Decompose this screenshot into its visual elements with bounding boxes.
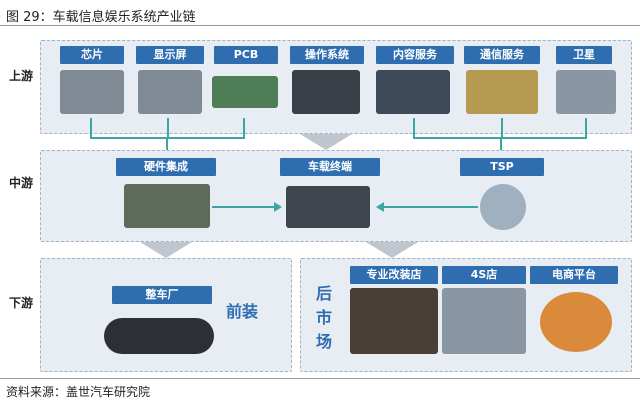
midstream-label-tsp: TSP [460,158,544,176]
arrow-tsp-terminal-line [384,206,478,208]
flow-arrow-oem [140,242,192,258]
connector-hw-drop [166,137,168,151]
connector-telecom [501,118,503,138]
arrow-hw-terminal-line [212,206,276,208]
upstream-label-telecom: 通信服务 [464,46,540,64]
tsp-image [480,184,526,230]
car-image [104,318,214,354]
aftermarket-tag: 后市场 [316,284,333,351]
stage-upstream-text: 上游 [8,69,33,83]
satellite-image [556,70,616,114]
aftermarket-label-shop: 专业改装店 [350,266,438,284]
connector-display [167,118,169,138]
connector-chip [90,118,92,138]
ecommerce-image [540,292,612,352]
title-divider [0,25,640,26]
stage-midstream-text: 中游 [8,176,33,190]
shop-image [350,288,438,354]
oem-tag: 前装 [226,302,259,321]
stage-upstream: 上游 [6,68,36,84]
flow-arrow-os [300,134,352,150]
pcb-image [212,76,278,108]
upstream-label-chip: 芯片 [60,46,124,64]
figure-title: 图 29：车载信息娱乐系统产业链 [6,10,196,25]
upstream-label-pcb: PCB [214,46,278,64]
upstream-label-content: 内容服务 [376,46,454,64]
hardware-image [124,184,210,228]
terminal-image [286,186,370,228]
arrow-hw-terminal-head [274,202,282,212]
aftermarket-label-ecommerce: 电商平台 [530,266,618,284]
upstream-label-display: 显示屏 [136,46,204,64]
flow-arrow-aftermarket [366,242,418,258]
connector-pcb [243,118,245,138]
arrow-tsp-terminal-head [376,202,384,212]
stage-downstream: 下游 [6,295,36,311]
os-image [292,70,360,114]
aftermarket-label-4s: 4S店 [442,266,526,284]
display-image [138,70,202,114]
footer-divider [0,378,640,379]
oem-label: 整车厂 [112,286,212,304]
connector-tsp-drop [500,137,502,151]
connector-satellite [585,118,587,138]
upstream-label-satellite: 卫星 [556,46,612,64]
chip-image [60,70,124,114]
midstream-label-terminal: 车载终端 [280,158,380,176]
stage-midstream: 中游 [6,175,36,191]
source-note: 资料来源：盖世汽车研究院 [6,385,151,399]
content-image [376,70,450,114]
midstream-label-hw: 硬件集成 [116,158,216,176]
telecom-image [466,70,538,114]
connector-content [413,118,415,138]
dealer-image [442,288,526,354]
stage-downstream-text: 下游 [8,296,33,310]
upstream-label-os: 操作系统 [290,46,364,64]
